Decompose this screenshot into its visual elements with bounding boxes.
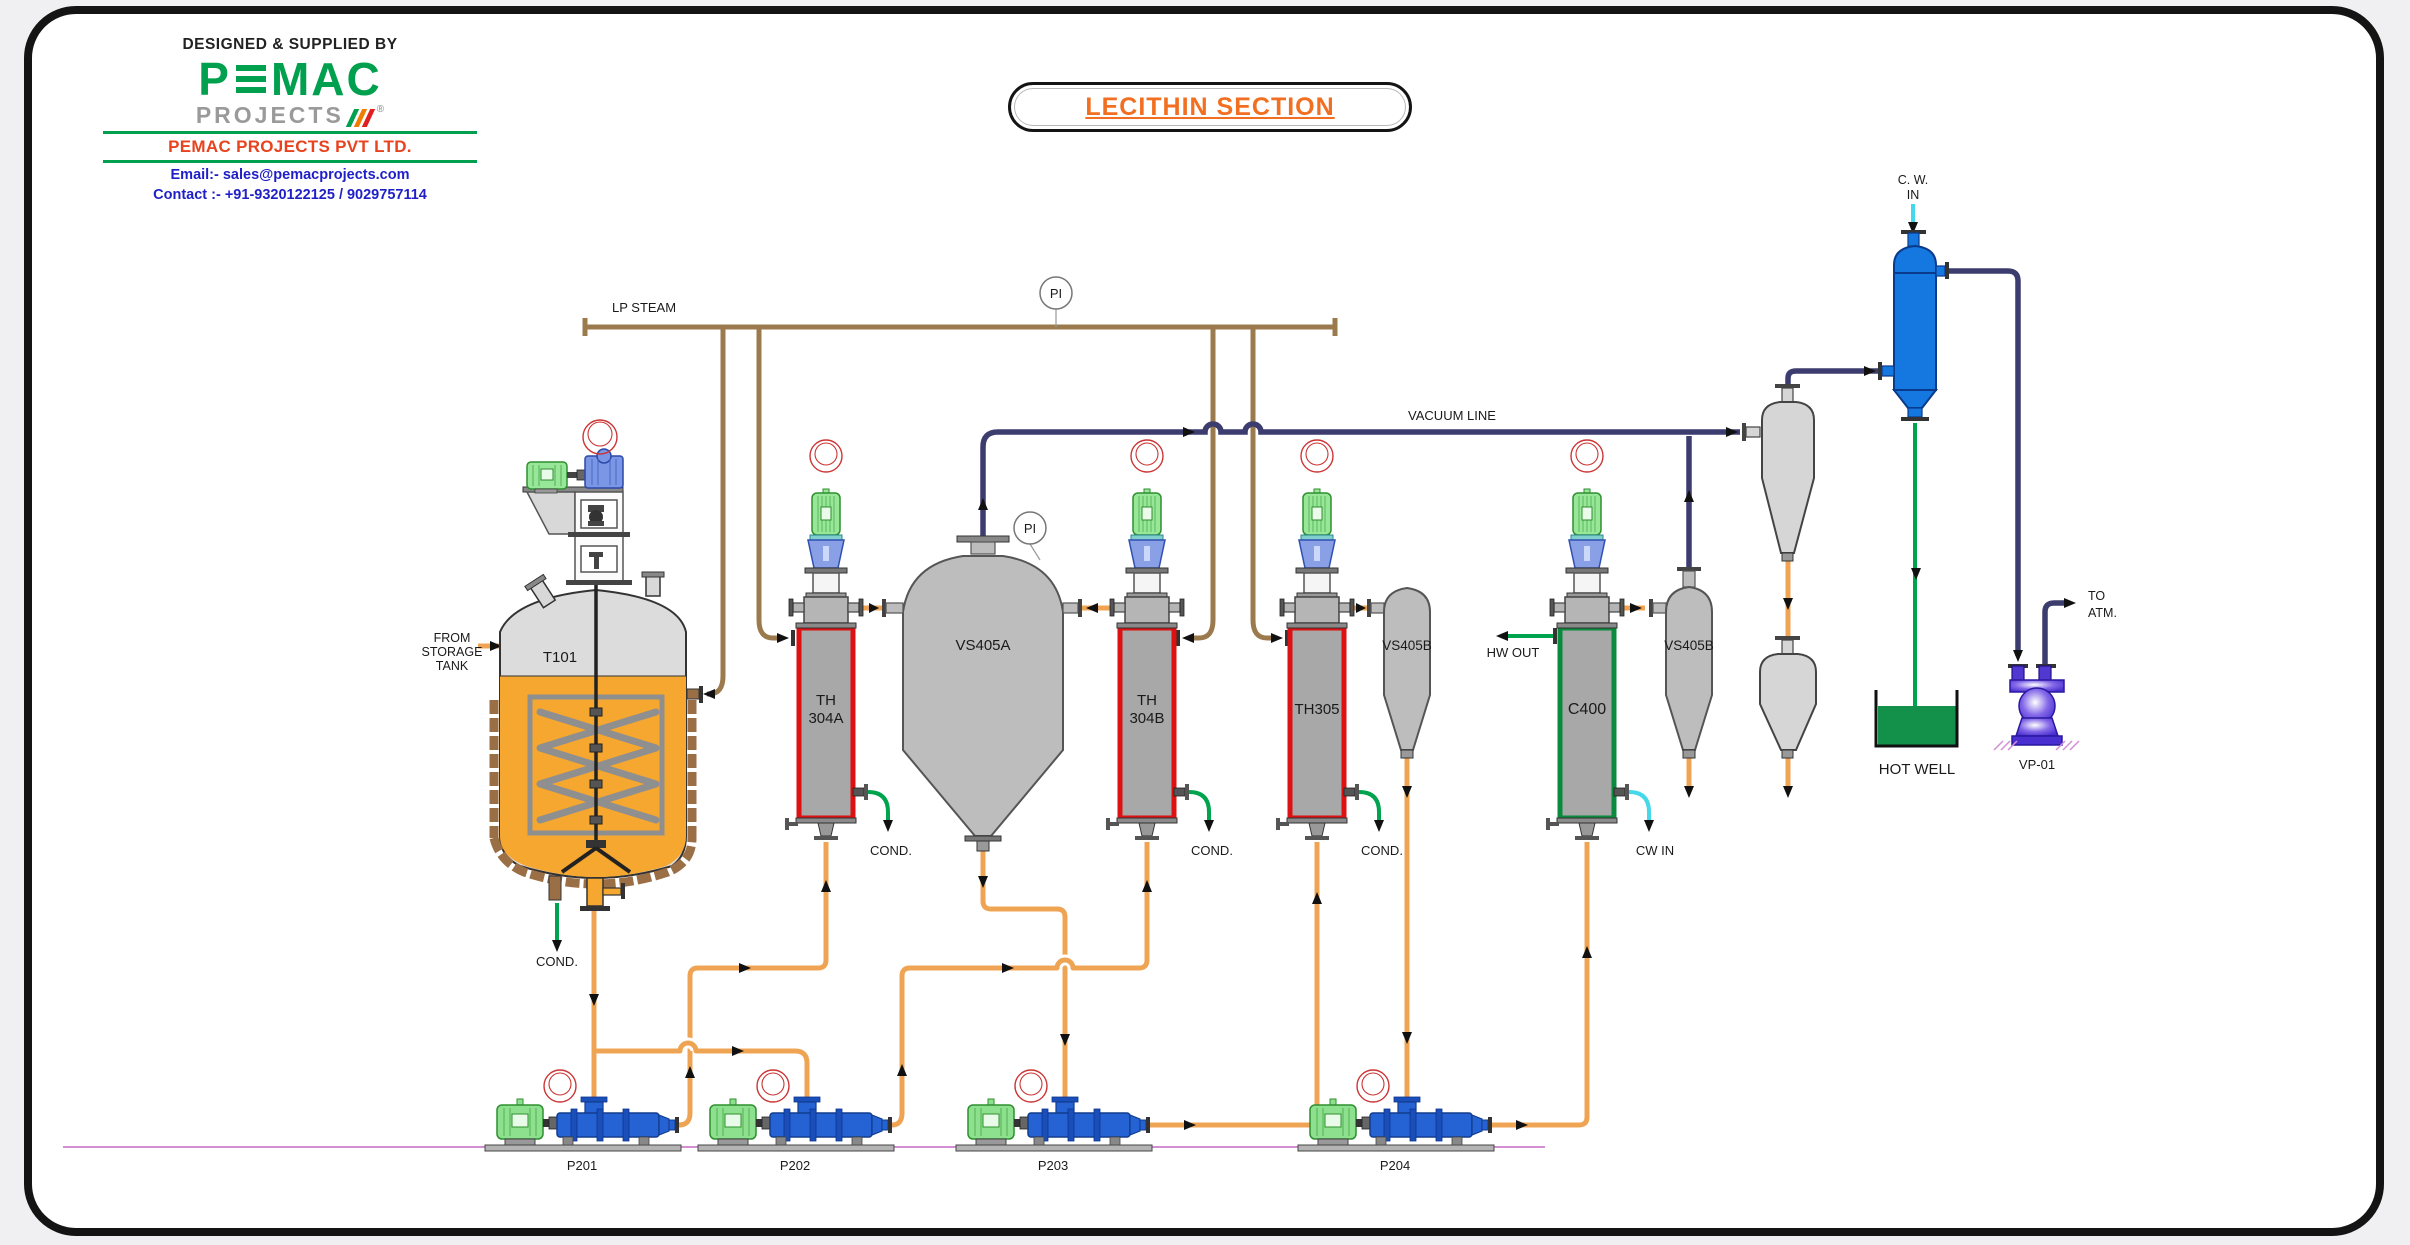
cyclone-upper — [1742, 384, 1815, 562]
registered-mark: ® — [376, 104, 385, 115]
logo-letters-mac: MAC — [270, 53, 382, 105]
vessel-vs405b-2: VS405B — [1649, 567, 1714, 759]
p204-label: P204 — [1380, 1158, 1410, 1173]
vacuum-lines — [980, 268, 2068, 666]
divider — [103, 131, 477, 134]
column-c400: C400 — [1545, 439, 1630, 841]
ground-hatch — [1993, 740, 2080, 751]
designed-by-text: DESIGNED & SUPPLIED BY — [182, 36, 398, 53]
from-storage-label: FROM STORAGE TANK — [422, 631, 483, 673]
svg-text:C. W.: C. W. — [1898, 173, 1929, 187]
t101-dome-n1 — [524, 573, 557, 609]
cond-label-th305: COND. — [1361, 843, 1403, 858]
vacuum-line-label: VACUUM LINE — [1408, 408, 1496, 423]
cw-in-label: CW IN — [1636, 843, 1674, 858]
vacuum-line-arrows — [978, 366, 2076, 662]
lp-steam-label: LP STEAM — [612, 300, 676, 315]
company-block: DESIGNED & SUPPLIED BY P MAC PROJECTS ® … — [95, 36, 485, 203]
exchanger-th304b: TH 304B — [1105, 439, 1190, 841]
cond-label-th304b: COND. — [1191, 843, 1233, 858]
pi-label-vs405a: PI — [1024, 521, 1036, 536]
svg-text:IN: IN — [1907, 188, 1920, 202]
logo-stripes-icon — [345, 109, 375, 127]
contact-text: Contact :- +91-9320122125 / 9029757114 — [153, 187, 427, 203]
hw-out-label: HW OUT — [1487, 645, 1540, 660]
svg-text:HOT WELL: HOT WELL — [1879, 761, 1955, 778]
svg-text:STORAGE: STORAGE — [422, 645, 483, 659]
svg-text:304B: 304B — [1129, 710, 1164, 727]
p201-label: P201 — [567, 1158, 597, 1173]
svg-text:TO: TO — [2088, 589, 2105, 603]
logo-e-bars-icon — [235, 65, 266, 93]
utility-line-arrows — [552, 222, 1921, 952]
email-text: Email:- sales@pemacprojects.com — [170, 167, 410, 183]
hot-well: HOT WELL — [1874, 690, 1959, 778]
drawing-title-text: LECITHIN SECTION — [1085, 92, 1335, 121]
svg-text:304A: 304A — [808, 710, 843, 727]
drawing-title: LECITHIN SECTION — [1008, 82, 1412, 132]
pemac-logo: P MAC — [95, 56, 485, 102]
pi-label: PI — [1050, 286, 1062, 301]
pi-indicator-header: PI — [1039, 276, 1073, 327]
cw-in-top-label: C. W. IN — [1898, 173, 1929, 202]
svg-text:VS405A: VS405A — [955, 637, 1010, 654]
t101-label: T101 — [543, 649, 577, 666]
condenser — [1878, 230, 1949, 421]
svg-text:TH305: TH305 — [1294, 701, 1339, 718]
p203-label: P203 — [1038, 1158, 1068, 1173]
svg-text:TH: TH — [1137, 692, 1157, 709]
svg-text:C400: C400 — [1568, 701, 1606, 718]
exchanger-th304a: TH 304A — [784, 439, 869, 841]
svg-text:VP-01: VP-01 — [2019, 757, 2055, 772]
cond-label-th304a: COND. — [870, 843, 912, 858]
p202-label: P202 — [780, 1158, 810, 1173]
logo-letter-p: P — [198, 53, 231, 105]
lp-steam-nozzle-flanges — [699, 630, 1289, 703]
cond-label-t101: COND. — [536, 954, 578, 969]
svg-text:TANK: TANK — [436, 659, 469, 673]
cyclone-lower — [1759, 636, 1817, 759]
projects-text: PROJECTS — [195, 102, 344, 128]
lp-steam-lines — [582, 318, 1338, 697]
product-line-arrows — [490, 598, 1793, 1130]
to-atm-label: TO ATM. — [2088, 589, 2117, 620]
vessel-vs405a: VS405A PI — [882, 511, 1082, 852]
svg-text:ATM.: ATM. — [2088, 606, 2117, 620]
vessel-t101: T101 — [489, 419, 700, 911]
company-name: PEMAC PROJECTS PVT LTD. — [168, 137, 412, 156]
lp-steam-arrows — [703, 633, 1283, 699]
svg-text:VS405B: VS405B — [1382, 638, 1432, 653]
projects-row: PROJECTS ® — [95, 104, 485, 127]
svg-text:FROM: FROM — [434, 631, 471, 645]
exchanger-th305: TH305 — [1275, 439, 1360, 841]
divider — [103, 160, 477, 163]
svg-text:TH: TH — [816, 692, 836, 709]
vessel-vs405b-1: VS405B — [1367, 586, 1432, 759]
svg-text:VS405B: VS405B — [1664, 638, 1714, 653]
sheet-border — [24, 6, 2384, 1236]
condensate-lines — [555, 423, 1917, 945]
vacuum-pump-vp01: VP-01 — [1993, 664, 2080, 772]
